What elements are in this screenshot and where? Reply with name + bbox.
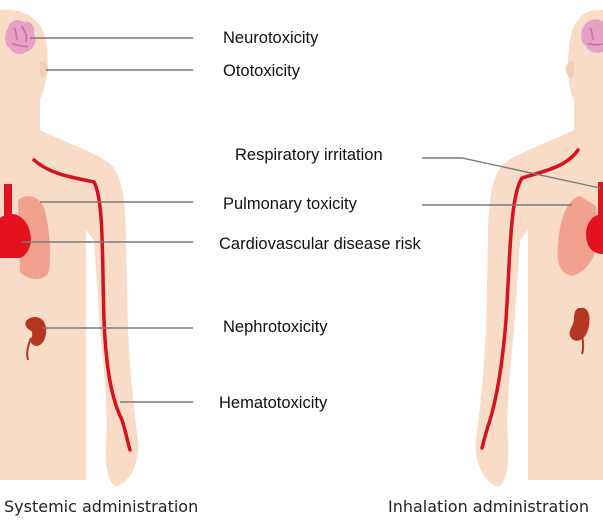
- caption-inhalation-administration: Inhalation administration: [388, 497, 589, 517]
- right-ear-icon: [566, 62, 574, 78]
- label-cardiovascular-risk: Cardiovascular disease risk: [219, 234, 421, 254]
- label-nephrotoxicity: Nephrotoxicity: [223, 317, 328, 337]
- label-ototoxicity: Ototoxicity: [223, 61, 300, 81]
- aorta-icon: [4, 184, 12, 222]
- label-hematotoxicity: Hematotoxicity: [219, 393, 327, 413]
- left-body-figure: [0, 10, 138, 487]
- label-respiratory-irritation: Respiratory irritation: [235, 145, 383, 165]
- caption-systemic-administration: Systemic administration: [4, 497, 198, 517]
- label-pulmonary-toxicity: Pulmonary toxicity: [223, 194, 357, 214]
- label-neurotoxicity: Neurotoxicity: [223, 28, 318, 48]
- right-body-figure: [476, 10, 603, 486]
